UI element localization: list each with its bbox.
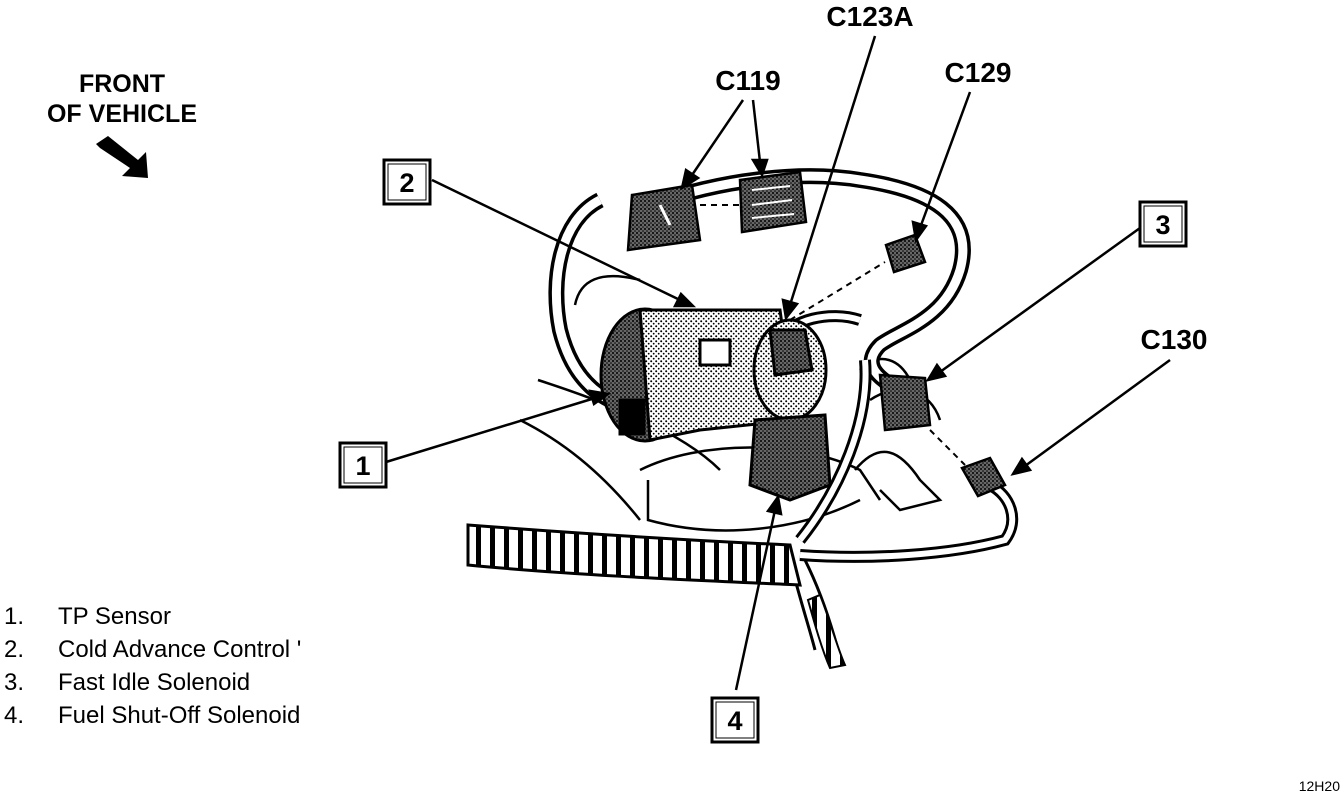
svg-text:3: 3: [1155, 210, 1170, 240]
connector-c119-right: [738, 170, 808, 234]
legend-item: 4. Fuel Shut-Off Solenoid: [4, 702, 301, 729]
callout-1: 1: [338, 441, 388, 489]
connector-c130: [960, 456, 1007, 498]
front-direction-arrow-icon: [96, 136, 148, 178]
connector-label-c130: C130: [1141, 324, 1208, 355]
legend-item: 3. Fast Idle Solenoid: [4, 669, 251, 696]
figure-code: 12H20: [1298, 778, 1340, 794]
connector-c119-left: [626, 183, 702, 252]
callout-3: 3: [1138, 200, 1188, 248]
component-legend: 1. TP Sensor 2. Cold Advance Control ' 3…: [4, 600, 301, 732]
legend-item: 2. Cold Advance Control ': [4, 636, 302, 663]
throttle-body-assembly: [599, 307, 832, 502]
svg-text:1: 1: [355, 451, 370, 481]
svg-text:2: 2: [399, 168, 414, 198]
front-label-line1: FRONT: [79, 70, 165, 98]
callout-4: 4: [710, 696, 760, 744]
callout-2: 2: [382, 158, 432, 206]
connector-label-c123a: C123A: [826, 1, 913, 32]
svg-text:4: 4: [727, 706, 742, 736]
fast-idle-solenoid: [878, 373, 932, 432]
connector-label-c119: C119: [715, 65, 780, 96]
connector-label-c129: C129: [945, 57, 1012, 88]
corrugated-conduit: [466, 523, 847, 670]
legend-item: 1. TP Sensor: [4, 603, 171, 630]
connector-c129: [884, 233, 927, 274]
leader-lines: [385, 35, 1171, 691]
front-label-line2: OF VEHICLE: [47, 100, 197, 128]
